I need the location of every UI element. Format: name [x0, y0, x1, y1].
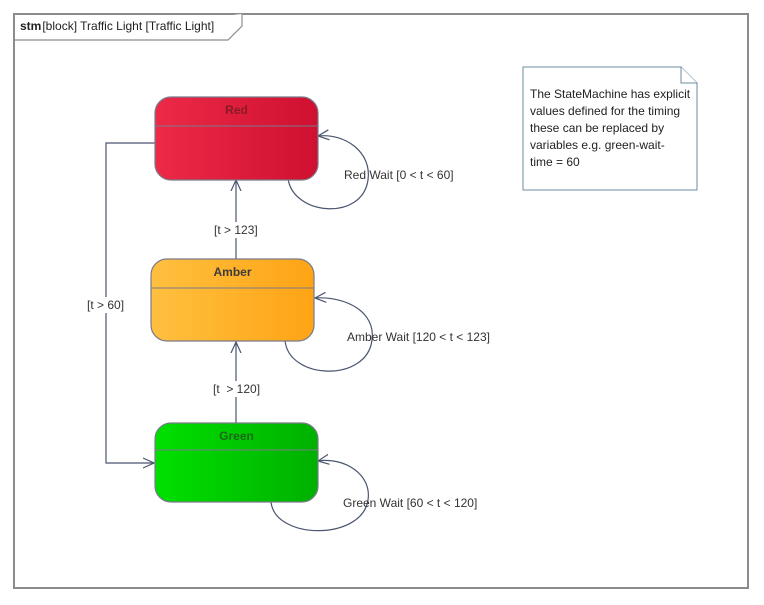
state-amber-body — [150, 258, 315, 342]
label-red-to-green: [t > 60] — [87, 298, 124, 312]
label-green-to-amber: [t > 120] — [213, 382, 260, 396]
label-amber-wait: Amber Wait [120 < t < 123] — [347, 330, 490, 344]
frame-name: [block] Traffic Light [Traffic Light] — [42, 19, 214, 33]
state-red[interactable]: Red — [154, 96, 319, 181]
label-bg — [85, 297, 129, 313]
note[interactable]: The StateMachine has explicit values def… — [522, 66, 698, 191]
frame-title-tab — [14, 14, 243, 41]
frame-title: stm[block] Traffic Light [Traffic Light] — [20, 19, 214, 33]
state-green-name: Green — [219, 429, 254, 443]
note-line: time = 60 — [530, 155, 580, 169]
note-line: variables e.g. green-wait- — [530, 138, 665, 152]
note-line: these can be replaced by — [530, 121, 664, 135]
note-fold — [680, 67, 697, 84]
frame-kind: stm — [20, 19, 41, 33]
state-green-body — [154, 422, 319, 503]
label-bg — [210, 381, 266, 397]
note-line: values defined for the timing — [530, 104, 680, 118]
state-amber[interactable]: Amber — [150, 258, 315, 342]
self-transition-red-wait[interactable] — [287, 136, 369, 210]
state-red-body — [154, 96, 319, 181]
state-green[interactable]: Green — [154, 422, 319, 503]
note-line: The StateMachine has explicit — [530, 87, 691, 101]
note-body — [522, 66, 698, 191]
state-red-name: Red — [225, 103, 248, 117]
label-amber-to-red: [t > 123] — [214, 223, 258, 237]
self-transition-amber-wait[interactable] — [284, 298, 373, 372]
state-amber-name: Amber — [213, 265, 251, 279]
label-green-wait: Green Wait [60 < t < 120] — [343, 496, 477, 510]
self-transition-green-wait[interactable] — [270, 460, 369, 532]
label-bg — [211, 222, 263, 238]
label-red-wait: Red Wait [0 < t < 60] — [344, 168, 454, 182]
